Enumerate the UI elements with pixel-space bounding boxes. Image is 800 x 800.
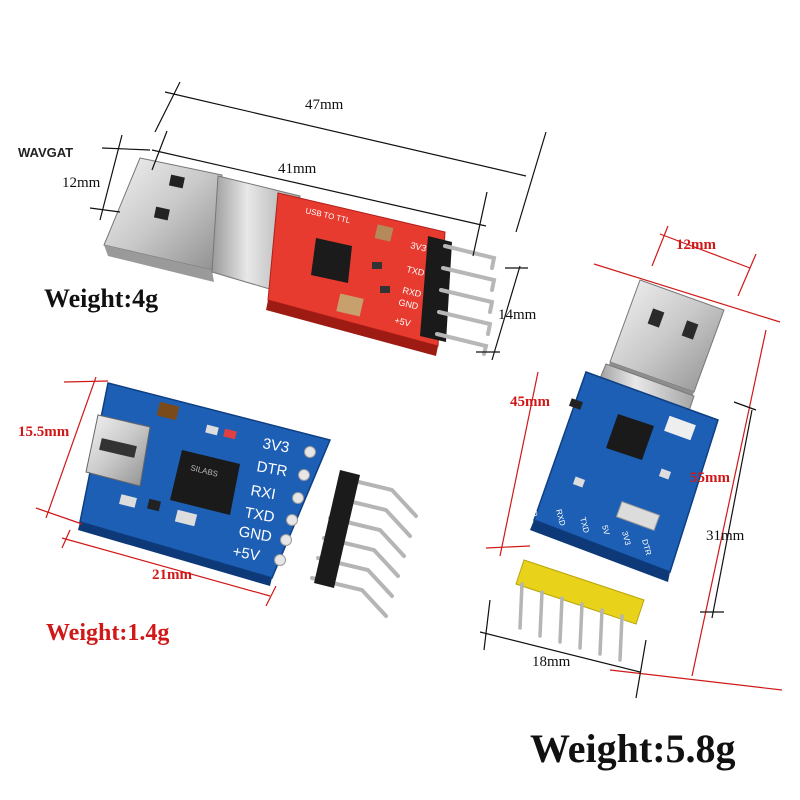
blue-smd-2 xyxy=(572,476,586,488)
red-ttl-chip xyxy=(311,238,352,283)
small-pin-label: DTR xyxy=(255,458,288,480)
usb-hole-blue-2 xyxy=(681,320,699,340)
red-pin-label: GND xyxy=(398,297,420,311)
small-pin-label: +5V xyxy=(231,543,261,564)
dim-small-height: 15.5mm xyxy=(18,424,70,440)
weight-red: Weight:4g xyxy=(44,284,158,313)
usb-hole-1 xyxy=(168,174,185,189)
weight-blue: Weight:5.8g xyxy=(530,726,736,771)
small-led-1 xyxy=(205,424,219,436)
small-pin-label: GND xyxy=(237,523,273,546)
blue-pin-label: GND xyxy=(526,498,539,518)
loose-header-plastic xyxy=(314,470,360,588)
red-dimension-lines xyxy=(89,81,547,361)
dim-blue-length-total: 45mm xyxy=(510,394,550,410)
small-led-2 xyxy=(223,428,237,440)
small-smd-1 xyxy=(174,509,198,527)
slide-switch xyxy=(615,501,661,531)
blue-6pin-module: GND RXD TXD 5V 3V3 DTR xyxy=(515,279,725,662)
red-pin-label: +5V xyxy=(394,315,412,328)
weight-small: Weight:1.4g xyxy=(46,620,169,646)
small-pcb-edge xyxy=(78,522,272,586)
loose-header-pins xyxy=(310,470,418,618)
blue-dimension-lines-red xyxy=(485,225,783,691)
brand-logo: WAVGAT xyxy=(18,145,73,160)
small-pin-holes xyxy=(274,446,316,566)
blue-pcb-edge xyxy=(530,520,670,582)
small-pin-label: 3V3 xyxy=(261,435,290,456)
red-smd-2 xyxy=(380,286,390,293)
small-pin-label: TXD xyxy=(243,504,276,526)
red-pin-header xyxy=(420,236,452,342)
blue-chip xyxy=(606,414,654,460)
voltage-switch xyxy=(664,415,696,441)
dim-blue-width-usb: 12mm xyxy=(676,237,716,253)
small-pin-label: RXI xyxy=(249,482,277,503)
usb-hole-2 xyxy=(153,206,170,221)
red-pin-label: 3V3 xyxy=(410,240,428,253)
red-capacitor-2 xyxy=(336,293,364,317)
dim-red-height-pins: 14mm xyxy=(498,307,537,323)
small-cp2102-module: SILABS 3V3 DTR RXI TXD GND +5V xyxy=(78,382,332,586)
dim-blue-length-alt: 55mm xyxy=(690,470,730,486)
usb-hole-blue-1 xyxy=(647,308,665,328)
dim-small-length: 21mm xyxy=(152,567,192,583)
red-pin-label: RXD xyxy=(402,285,423,299)
blue-pin-label: RXD xyxy=(554,508,567,527)
small-smd-2 xyxy=(146,498,162,512)
usb-plug-red-edge xyxy=(104,245,214,282)
dim-blue-length-board: 31mm xyxy=(706,528,745,544)
blue-pin-label: TXD xyxy=(578,516,591,534)
red-capacitor-1 xyxy=(374,224,394,242)
dim-red-length-board: 41mm xyxy=(278,161,317,177)
small-smd-3 xyxy=(119,494,137,508)
dim-red-length-total: 47mm xyxy=(305,97,344,113)
blue-pin-label: 5V xyxy=(600,524,611,536)
blue-smd-3 xyxy=(658,468,672,480)
blue-smd-1 xyxy=(568,398,584,410)
small-dimension-lines xyxy=(35,376,277,607)
red-pin-label: TXD xyxy=(406,264,426,278)
red-header-pins xyxy=(435,244,497,356)
dim-red-width-usb: 12mm xyxy=(62,175,101,191)
blue-dimension-lines-black xyxy=(479,401,757,699)
red-usb-ttl-module: USB TO TTL 3V3 TXD RXD GND +5V xyxy=(103,157,497,356)
blue-pin-label: DTR xyxy=(640,538,653,556)
dim-blue-width-board: 18mm xyxy=(532,654,571,670)
micro-usb-opening xyxy=(99,438,137,458)
cp2102-chip xyxy=(170,450,240,515)
blue-yellow-header xyxy=(515,559,645,662)
blue-pin-label: 3V3 xyxy=(620,530,633,547)
small-capacitor xyxy=(156,401,180,421)
red-smd-1 xyxy=(372,262,382,269)
red-pcb-edge xyxy=(266,300,438,356)
